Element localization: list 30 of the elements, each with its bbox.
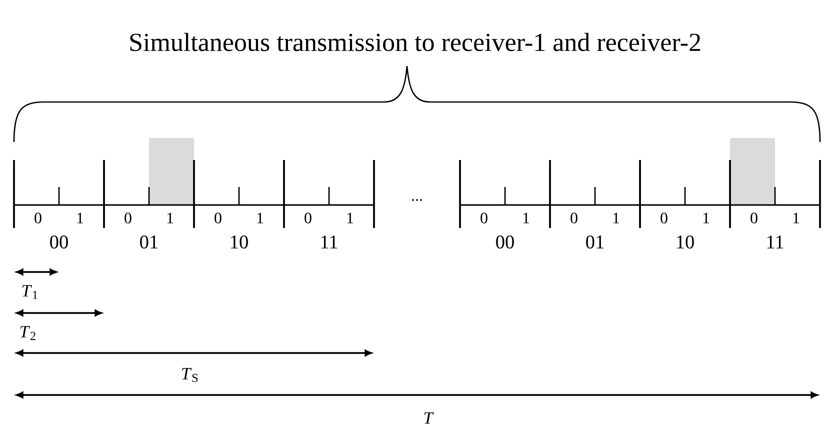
bit-label: 0 (124, 212, 132, 224)
bit-label: 0 (304, 212, 312, 224)
bit-label: 1 (347, 212, 354, 224)
bit-label: 0 (750, 212, 758, 224)
slot-label: 00 (50, 235, 68, 249)
bit-label: 0 (480, 212, 488, 224)
dimension-label: T$_{S}$ (182, 368, 198, 382)
bit-label: 0 (660, 212, 668, 224)
bit-label: 1 (793, 212, 800, 224)
bit-label: 0 (214, 212, 222, 224)
slot-label: 11 (767, 236, 784, 248)
slot-label: 11 (321, 236, 338, 248)
dimension-label: T$_{1}$ (22, 285, 38, 299)
title: Simultaneous transmission to receiver-1 and receiver-2 (130, 32, 700, 52)
slot-label: 10 (231, 235, 248, 249)
dimension-label: T (424, 412, 434, 424)
slot-label: 01 (586, 235, 604, 249)
bit-label: 1 (167, 212, 174, 224)
ellipsis: ... (412, 199, 422, 201)
slot-label: 10 (677, 235, 694, 249)
slot-label: 01 (140, 235, 158, 249)
slot-label: 00 (496, 235, 514, 249)
bit-label: 1 (703, 212, 710, 224)
bit-label: 1 (523, 212, 530, 224)
bit-label: 0 (570, 212, 578, 224)
bit-label: 0 (34, 212, 42, 224)
bit-label: 1 (613, 212, 620, 224)
bit-label: 1 (77, 212, 84, 224)
dimension-label: T$_{2}$ (20, 326, 36, 340)
bit-label: 1 (257, 212, 264, 224)
